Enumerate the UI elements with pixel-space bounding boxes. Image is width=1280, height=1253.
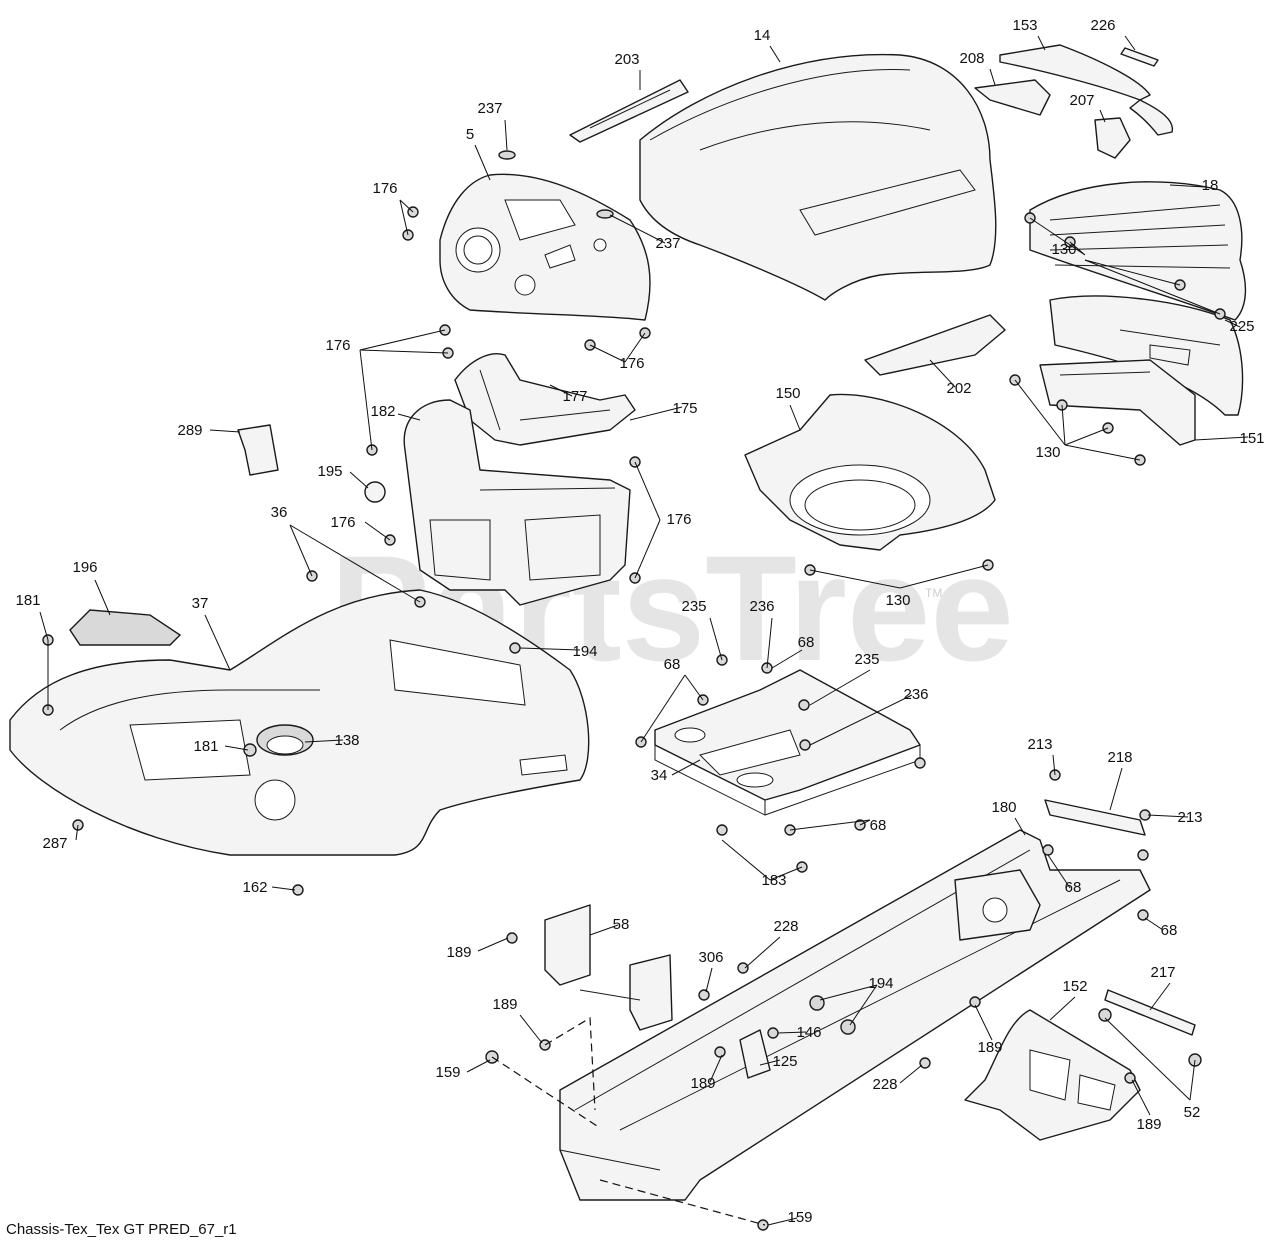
callout-c194a: 194 bbox=[572, 643, 597, 660]
callout-c36: 36 bbox=[271, 504, 288, 521]
part-pedal-pad bbox=[69, 609, 182, 646]
callout-c130c: 130 bbox=[885, 592, 910, 609]
callout-c162: 162 bbox=[242, 879, 267, 896]
callout-c306: 306 bbox=[698, 949, 723, 966]
callout-c146: 146 bbox=[796, 1024, 821, 1041]
part-hood-support bbox=[454, 353, 636, 446]
callout-c289: 289 bbox=[177, 422, 202, 439]
callout-c175: 175 bbox=[672, 400, 697, 417]
callout-c14: 14 bbox=[754, 27, 771, 44]
callout-c138: 138 bbox=[334, 732, 359, 749]
part-grille bbox=[1029, 181, 1247, 321]
callout-c202: 202 bbox=[946, 380, 971, 397]
callout-c208: 208 bbox=[959, 50, 984, 67]
callout-c217: 217 bbox=[1150, 964, 1175, 981]
callout-c237b: 237 bbox=[655, 235, 680, 252]
part-dash-tower bbox=[403, 399, 631, 606]
callout-c181b: 181 bbox=[193, 738, 218, 755]
callout-c203: 203 bbox=[614, 51, 639, 68]
part-grommets bbox=[498, 150, 614, 219]
part-brackets bbox=[1044, 799, 1196, 1036]
callout-c58: 58 bbox=[613, 916, 630, 933]
callout-c194b: 194 bbox=[868, 975, 893, 992]
callout-c52: 52 bbox=[1184, 1104, 1201, 1121]
callout-c189a: 189 bbox=[446, 944, 471, 961]
part-plug-195 bbox=[364, 481, 386, 503]
callout-c153: 153 bbox=[1012, 17, 1037, 34]
callout-c68d: 68 bbox=[1065, 879, 1082, 896]
callout-c68b: 68 bbox=[664, 656, 681, 673]
part-hood bbox=[639, 53, 997, 301]
callout-c177: 177 bbox=[562, 388, 587, 405]
callout-c37: 37 bbox=[192, 595, 209, 612]
part-small-bracket bbox=[237, 424, 279, 476]
part-chassis-frame bbox=[559, 829, 1151, 1201]
callout-c181a: 181 bbox=[15, 592, 40, 609]
callout-c228a: 228 bbox=[773, 918, 798, 935]
part-fuel-tank-support bbox=[744, 393, 996, 551]
callout-c228b: 228 bbox=[872, 1076, 897, 1093]
callout-c237a: 237 bbox=[477, 100, 502, 117]
callout-c176c: 176 bbox=[619, 355, 644, 372]
callout-c195: 195 bbox=[317, 463, 342, 480]
part-pedal-bracket bbox=[544, 904, 673, 1031]
part-side-trim bbox=[864, 314, 1006, 376]
callout-c159a: 159 bbox=[435, 1064, 460, 1081]
callout-c287: 287 bbox=[42, 835, 67, 852]
callout-c236b: 236 bbox=[903, 686, 928, 703]
leader-lines bbox=[39, 35, 1249, 1226]
callout-c226: 226 bbox=[1090, 17, 1115, 34]
part-small-plate-125 bbox=[739, 1029, 771, 1079]
part-hood-trim-left bbox=[569, 79, 689, 143]
part-grille-trims bbox=[974, 44, 1174, 159]
callout-c236a: 236 bbox=[749, 598, 774, 615]
callout-c152: 152 bbox=[1062, 978, 1087, 995]
callout-c150: 150 bbox=[775, 385, 800, 402]
callout-c34: 34 bbox=[651, 767, 668, 784]
callout-c213b: 213 bbox=[1177, 809, 1202, 826]
callout-c159b: 159 bbox=[787, 1209, 812, 1226]
callout-c225: 225 bbox=[1229, 318, 1254, 335]
callout-c189e: 189 bbox=[1136, 1116, 1161, 1133]
callout-c130a: 130 bbox=[1051, 241, 1076, 258]
diagram-caption: Chassis-Tex_Tex GT PRED_67_r1 bbox=[6, 1221, 237, 1238]
callout-c151: 151 bbox=[1239, 430, 1264, 447]
callout-c182: 182 bbox=[370, 403, 395, 420]
callout-c18: 18 bbox=[1202, 177, 1219, 194]
callout-c176e: 176 bbox=[330, 514, 355, 531]
callout-c68e: 68 bbox=[1161, 922, 1178, 939]
callout-c189c: 189 bbox=[977, 1039, 1002, 1056]
callout-c68c: 68 bbox=[870, 817, 887, 834]
callout-c180: 180 bbox=[991, 799, 1016, 816]
callout-c68a: 68 bbox=[798, 634, 815, 651]
callout-c125: 125 bbox=[772, 1053, 797, 1070]
part-belt-cover bbox=[964, 1009, 1141, 1141]
callout-c213a: 213 bbox=[1027, 736, 1052, 753]
callout-c207: 207 bbox=[1069, 92, 1094, 109]
callout-c130b: 130 bbox=[1035, 444, 1060, 461]
callout-c176b: 176 bbox=[325, 337, 350, 354]
callout-c189d: 189 bbox=[690, 1075, 715, 1092]
callout-c235b: 235 bbox=[854, 651, 879, 668]
part-dash-panel bbox=[439, 173, 651, 321]
callout-c183: 183 bbox=[761, 872, 786, 889]
watermark-tm: TM bbox=[925, 586, 942, 600]
callout-c235a: 235 bbox=[681, 598, 706, 615]
callout-c218: 218 bbox=[1107, 749, 1132, 766]
callout-c5: 5 bbox=[466, 126, 474, 143]
callout-c189b: 189 bbox=[492, 996, 517, 1013]
callout-c176d: 176 bbox=[666, 511, 691, 528]
callout-c176a: 176 bbox=[372, 180, 397, 197]
callout-c196: 196 bbox=[72, 559, 97, 576]
part-footrest bbox=[9, 589, 590, 856]
part-mounting-plate bbox=[654, 669, 921, 816]
